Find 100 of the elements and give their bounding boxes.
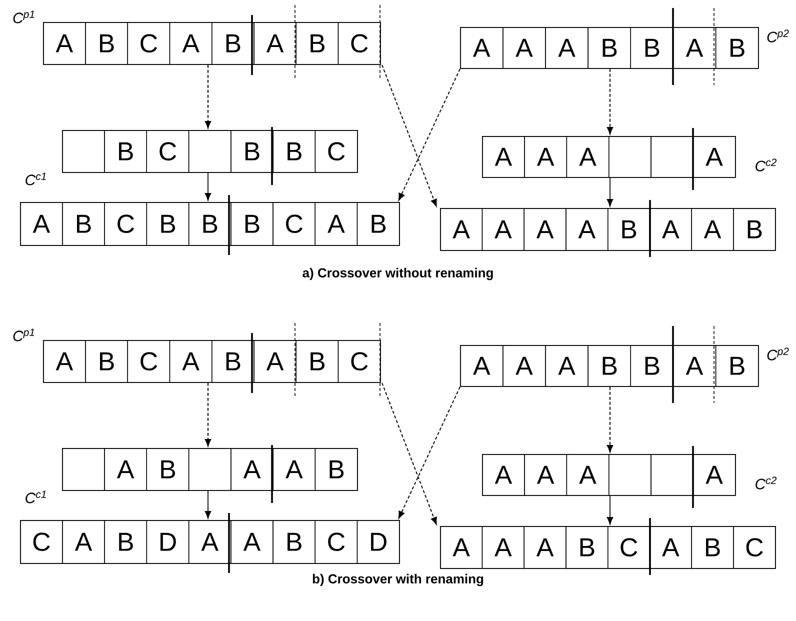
gene-cell: B bbox=[85, 340, 128, 383]
gene-cell: A bbox=[545, 345, 588, 387]
gene-cell: A bbox=[460, 27, 504, 69]
arrow bbox=[204, 64, 212, 128]
empty-cell bbox=[62, 448, 105, 491]
chromosome-row bbox=[20, 520, 400, 564]
gene-cell: B bbox=[296, 340, 339, 383]
gene-cell: A bbox=[460, 345, 504, 387]
gene-cell: A bbox=[566, 454, 610, 496]
gene-cell: B bbox=[356, 202, 400, 246]
gene-cell: B bbox=[104, 130, 147, 173]
empty-cell bbox=[608, 136, 652, 178]
gene-cell: A bbox=[692, 136, 736, 178]
gene-cell: B bbox=[146, 202, 190, 246]
gene-cell: A bbox=[169, 340, 212, 383]
gene-cell: B bbox=[272, 130, 316, 173]
gene-cell: C bbox=[314, 520, 358, 564]
gene-cell: A bbox=[649, 526, 692, 569]
gene-cell: A bbox=[230, 448, 274, 491]
arrow bbox=[204, 490, 212, 519]
arrow bbox=[606, 177, 614, 207]
gene-cell: A bbox=[692, 454, 736, 496]
gene-cell: A bbox=[482, 454, 525, 496]
gene-cell: B bbox=[62, 202, 105, 246]
chromosome-label: C$^{c1}$ bbox=[26, 490, 46, 504]
gene-cell: A bbox=[524, 208, 566, 251]
gene-cell: A bbox=[20, 202, 63, 246]
gene-cell: C bbox=[314, 130, 358, 173]
gene-cell: B bbox=[715, 27, 759, 69]
chromosome-label: C$^{c2}$ bbox=[756, 158, 777, 172]
chromosome-row bbox=[482, 454, 736, 496]
gene-cell: C bbox=[20, 520, 63, 564]
gene-cell: C bbox=[104, 202, 148, 246]
gene-cell: A bbox=[43, 340, 86, 383]
gene-cell: A bbox=[254, 340, 296, 383]
gene-cell: A bbox=[482, 136, 525, 178]
gene-cell: B bbox=[608, 208, 650, 251]
gene-cell: D bbox=[356, 520, 400, 564]
arrow bbox=[606, 386, 614, 452]
gene-cell: B bbox=[212, 22, 254, 65]
gene-cell: A bbox=[545, 27, 588, 69]
gene-cell: A bbox=[188, 520, 232, 564]
caption: b) Crossover with renaming bbox=[312, 574, 484, 586]
chromosome-label: C$^{p1}$ bbox=[13, 328, 34, 342]
gene-cell: A bbox=[502, 345, 546, 387]
gene-cell: C bbox=[608, 526, 650, 569]
gene-cell: A bbox=[104, 448, 147, 491]
gene-cell: A bbox=[254, 22, 296, 65]
arrow bbox=[398, 68, 460, 201]
gene-cell: A bbox=[169, 22, 212, 65]
arrow bbox=[382, 64, 437, 207]
gene-cell: B bbox=[733, 208, 776, 251]
arrow bbox=[204, 172, 212, 201]
gene-cell: A bbox=[43, 22, 86, 65]
gene-cell: B bbox=[146, 448, 190, 491]
gene-cell: B bbox=[272, 520, 316, 564]
chromosome-label: C$^{c1}$ bbox=[26, 172, 46, 186]
empty-cell bbox=[650, 136, 694, 178]
chromosome-row bbox=[460, 345, 759, 387]
gene-cell: D bbox=[146, 520, 190, 564]
gene-cell: B bbox=[566, 526, 608, 569]
gene-cell: A bbox=[272, 448, 316, 491]
arrow bbox=[382, 382, 437, 525]
arrow bbox=[204, 382, 212, 446]
gene-cell: B bbox=[188, 202, 232, 246]
gene-cell: A bbox=[566, 208, 608, 251]
gene-cell: B bbox=[588, 345, 631, 387]
empty-cell bbox=[188, 130, 232, 173]
caption: a) Crossover without renaming bbox=[302, 268, 493, 280]
gene-cell: A bbox=[649, 208, 692, 251]
chromosome-row bbox=[440, 208, 776, 251]
gene-cell: B bbox=[630, 345, 674, 387]
gene-cell: B bbox=[314, 448, 358, 491]
gene-cell: B bbox=[691, 526, 734, 569]
chromosome-row bbox=[440, 526, 776, 569]
empty-cell bbox=[650, 454, 694, 496]
gene-cell: B bbox=[230, 202, 274, 246]
gene-cell: C bbox=[146, 130, 190, 173]
gene-cell: C bbox=[733, 526, 776, 569]
gene-cell: B bbox=[588, 27, 631, 69]
gene-cell: A bbox=[62, 520, 105, 564]
gene-cell: B bbox=[85, 22, 128, 65]
gene-cell: A bbox=[672, 27, 716, 69]
chromosome-label: C$^{p2}$ bbox=[767, 30, 789, 42]
gene-cell: C bbox=[127, 340, 170, 383]
gene-cell: A bbox=[672, 345, 716, 387]
chromosome-row bbox=[482, 136, 736, 178]
gene-cell: A bbox=[482, 208, 524, 251]
gene-cell: A bbox=[440, 526, 483, 569]
gene-cell: A bbox=[230, 520, 274, 564]
chromosome-row bbox=[62, 448, 358, 491]
gene-cell: B bbox=[715, 345, 759, 387]
chromosome-row bbox=[62, 130, 358, 173]
chromosome-label: C$^{p2}$ bbox=[767, 348, 789, 360]
gene-cell: B bbox=[630, 27, 674, 69]
gene-cell: B bbox=[296, 22, 339, 65]
gene-cell: A bbox=[524, 136, 568, 178]
arrow bbox=[606, 68, 614, 134]
gene-cell: A bbox=[482, 526, 524, 569]
gene-cell: A bbox=[502, 27, 546, 69]
